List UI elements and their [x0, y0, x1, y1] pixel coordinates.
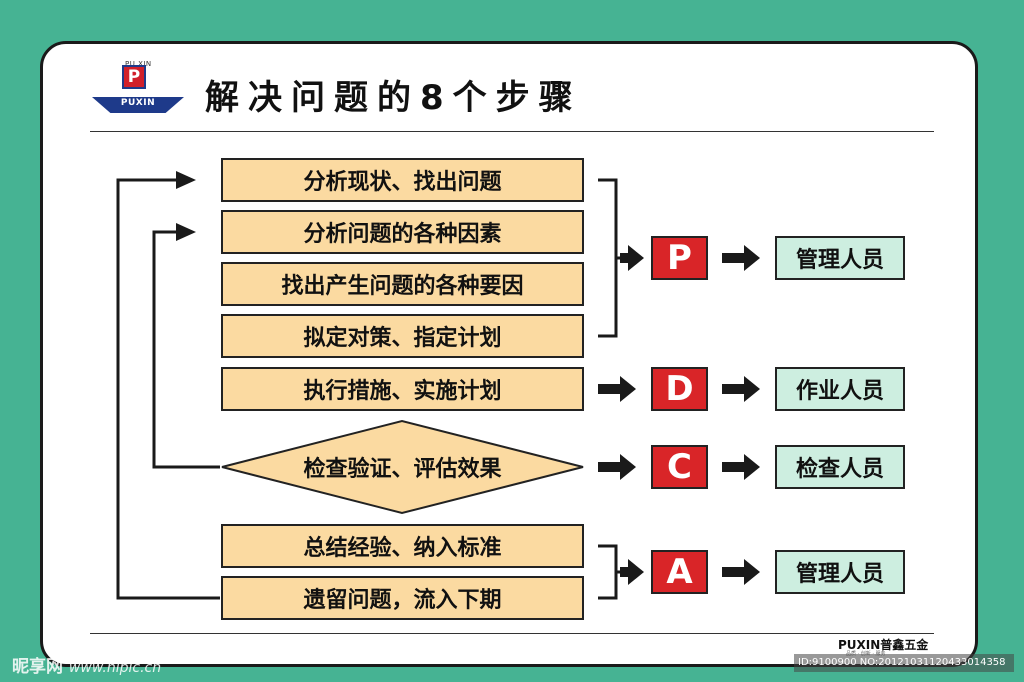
arrow-to-d — [598, 376, 636, 402]
step-3-box: 找出产生问题的各种要因 — [221, 262, 584, 306]
step-6-label: 检查验证、评估效果 — [303, 457, 502, 482]
logo-name: PUXIN — [120, 98, 156, 108]
phase-a-box: A — [651, 550, 708, 594]
phase-c-box: C — [651, 445, 708, 489]
watermark-left: 昵享网 www.nipic.cn — [12, 652, 161, 677]
puxin-logo: PU XIN P PUXIN — [92, 60, 184, 122]
step-8-box: 遗留问题，流入下期 — [221, 576, 584, 620]
outer-feedback-line — [116, 178, 220, 600]
role-c-box: 检查人员 — [775, 445, 905, 489]
logo-wing-shape — [92, 97, 184, 113]
watermark-site-name: 昵享网 — [12, 657, 63, 677]
footer-divider — [90, 633, 934, 634]
arrow-to-p — [620, 245, 644, 271]
step-5-box: 执行措施、实施计划 — [221, 367, 584, 411]
arrow-a-to-role — [722, 559, 760, 585]
role-a-box: 管理人员 — [775, 550, 905, 594]
arrow-to-c — [598, 454, 636, 480]
step-7-box: 总结经验、纳入标准 — [221, 524, 584, 568]
arrow-d-to-role — [722, 376, 760, 402]
arrow-to-a — [620, 559, 644, 585]
bracket-a — [598, 544, 618, 600]
step-1-box: 分析现状、找出问题 — [221, 158, 584, 202]
title-divider — [90, 131, 934, 132]
arrow-p-to-role — [722, 245, 760, 271]
step-2-box: 分析问题的各种因素 — [221, 210, 584, 254]
watermark-site-url: www.nipic.cn — [68, 660, 162, 676]
logo-mark: P — [122, 65, 146, 89]
step-6-diamond — [221, 419, 584, 515]
role-d-box: 作业人员 — [775, 367, 905, 411]
arrowhead-inner — [176, 223, 196, 241]
bracket-p — [598, 178, 618, 338]
arrowhead-outer — [176, 171, 196, 189]
watermark-id: ID:9100900 NO:20121031120433014358 — [794, 654, 1014, 672]
inner-feedback-line — [152, 230, 220, 469]
arrow-c-to-role — [722, 454, 760, 480]
phase-d-box: D — [651, 367, 708, 411]
phase-p-box: P — [651, 236, 708, 280]
step-4-box: 拟定对策、指定计划 — [221, 314, 584, 358]
role-p-box: 管理人员 — [775, 236, 905, 280]
page-title: 解决问题的8个步骤 — [205, 78, 582, 118]
footer-brand: PUXIN普鑫五金 — [838, 638, 929, 652]
logo-top-text: PU XIN — [125, 60, 152, 68]
